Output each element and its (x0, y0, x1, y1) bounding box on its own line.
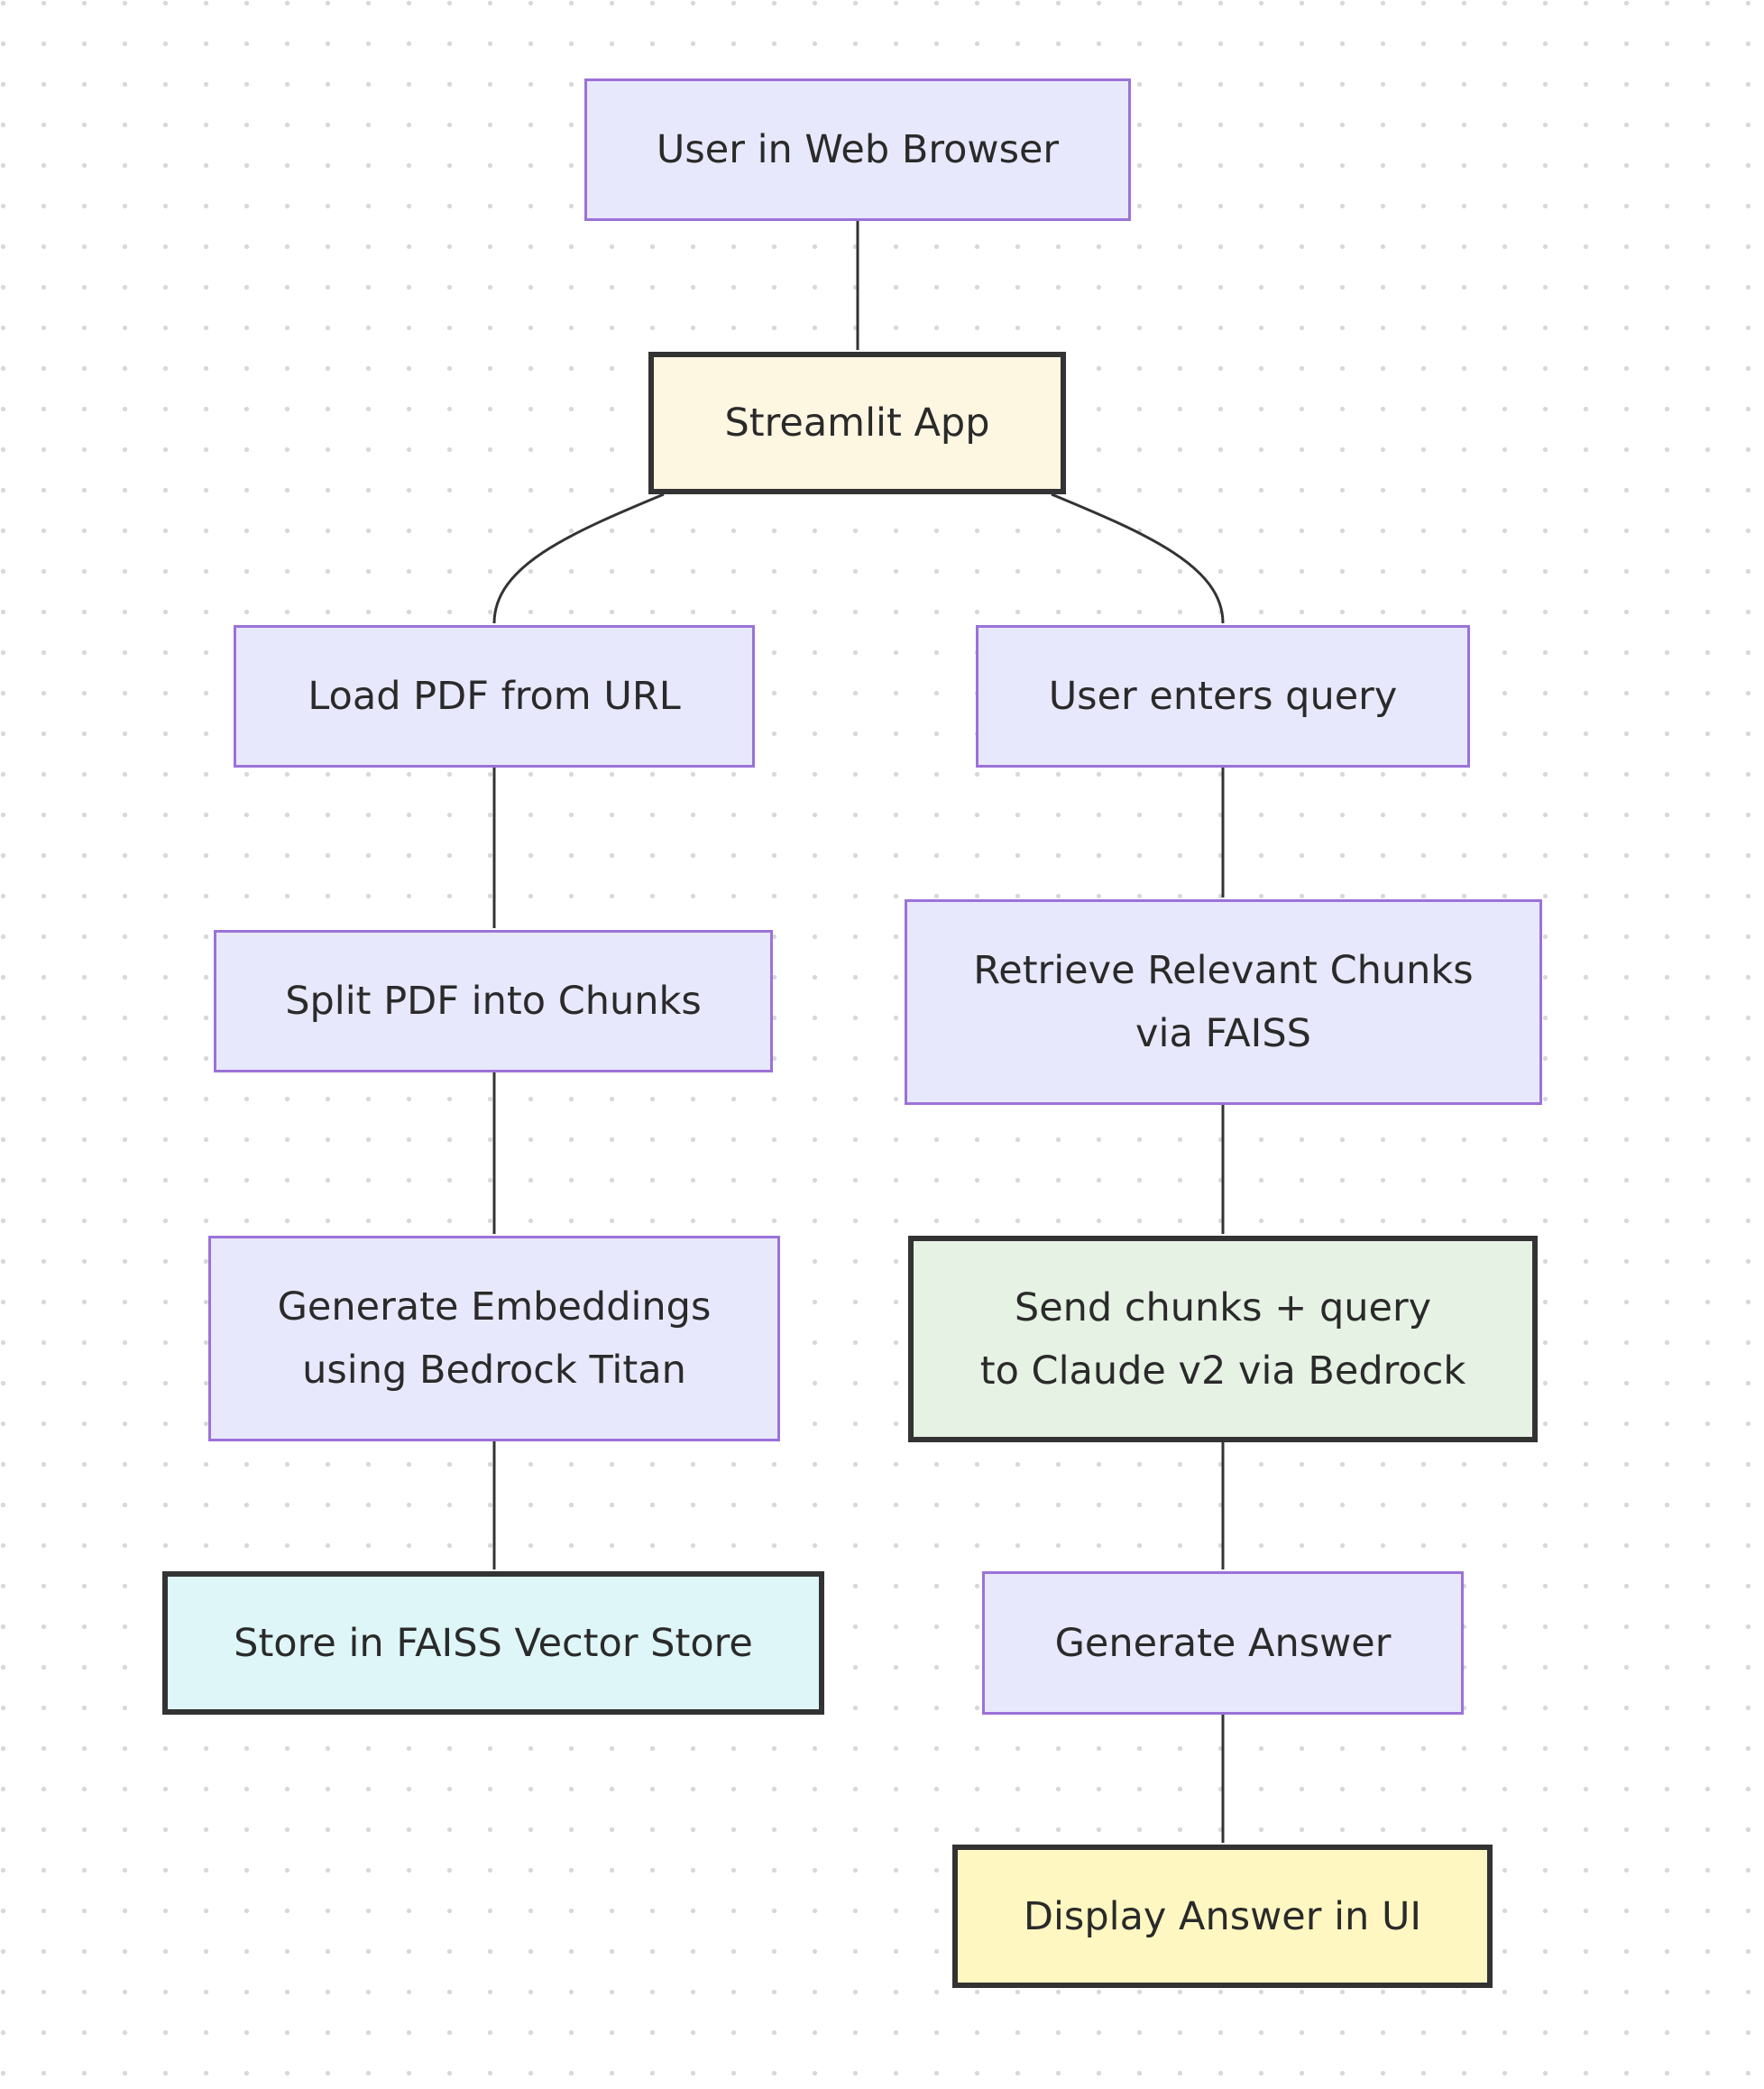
node-label: Send chunks + query to Claude v2 via Bed… (979, 1284, 1466, 1394)
node-streamlit-app: Streamlit App (648, 352, 1066, 494)
node-send-to-claude: Send chunks + query to Claude v2 via Bed… (908, 1236, 1538, 1442)
node-label: Display Answer in UI (1023, 1893, 1422, 1939)
node-label: User enters query (1048, 674, 1398, 719)
node-generate-embeddings: Generate Embeddings using Bedrock Titan (208, 1236, 780, 1441)
node-split-pdf-into-chunks: Split PDF into Chunks (214, 930, 773, 1072)
node-label: Generate Answer (1054, 1620, 1392, 1666)
node-label: Store in FAISS Vector Store (234, 1620, 753, 1666)
node-load-pdf-from-url: Load PDF from URL (234, 625, 755, 768)
node-label: Streamlit App (724, 400, 990, 446)
node-label: User in Web Browser (656, 127, 1060, 172)
node-user-enters-query: User enters query (976, 625, 1470, 768)
node-generate-answer: Generate Answer (982, 1571, 1464, 1715)
node-label: Retrieve Relevant Chunks via FAISS (973, 948, 1474, 1056)
edge-streamlit-app-to-load-pdf (492, 492, 665, 624)
node-label: Split PDF into Chunks (285, 979, 702, 1024)
node-user-in-web-browser: User in Web Browser (584, 78, 1131, 221)
node-store-in-faiss: Store in FAISS Vector Store (162, 1571, 824, 1715)
node-display-answer: Display Answer in UI (952, 1845, 1493, 1988)
node-label: Load PDF from URL (308, 674, 681, 719)
edge-streamlit-app-to-user-query (1051, 492, 1225, 624)
node-label: Generate Embeddings using Bedrock Titan (277, 1284, 712, 1393)
node-retrieve-relevant-chunks: Retrieve Relevant Chunks via FAISS (905, 899, 1542, 1105)
